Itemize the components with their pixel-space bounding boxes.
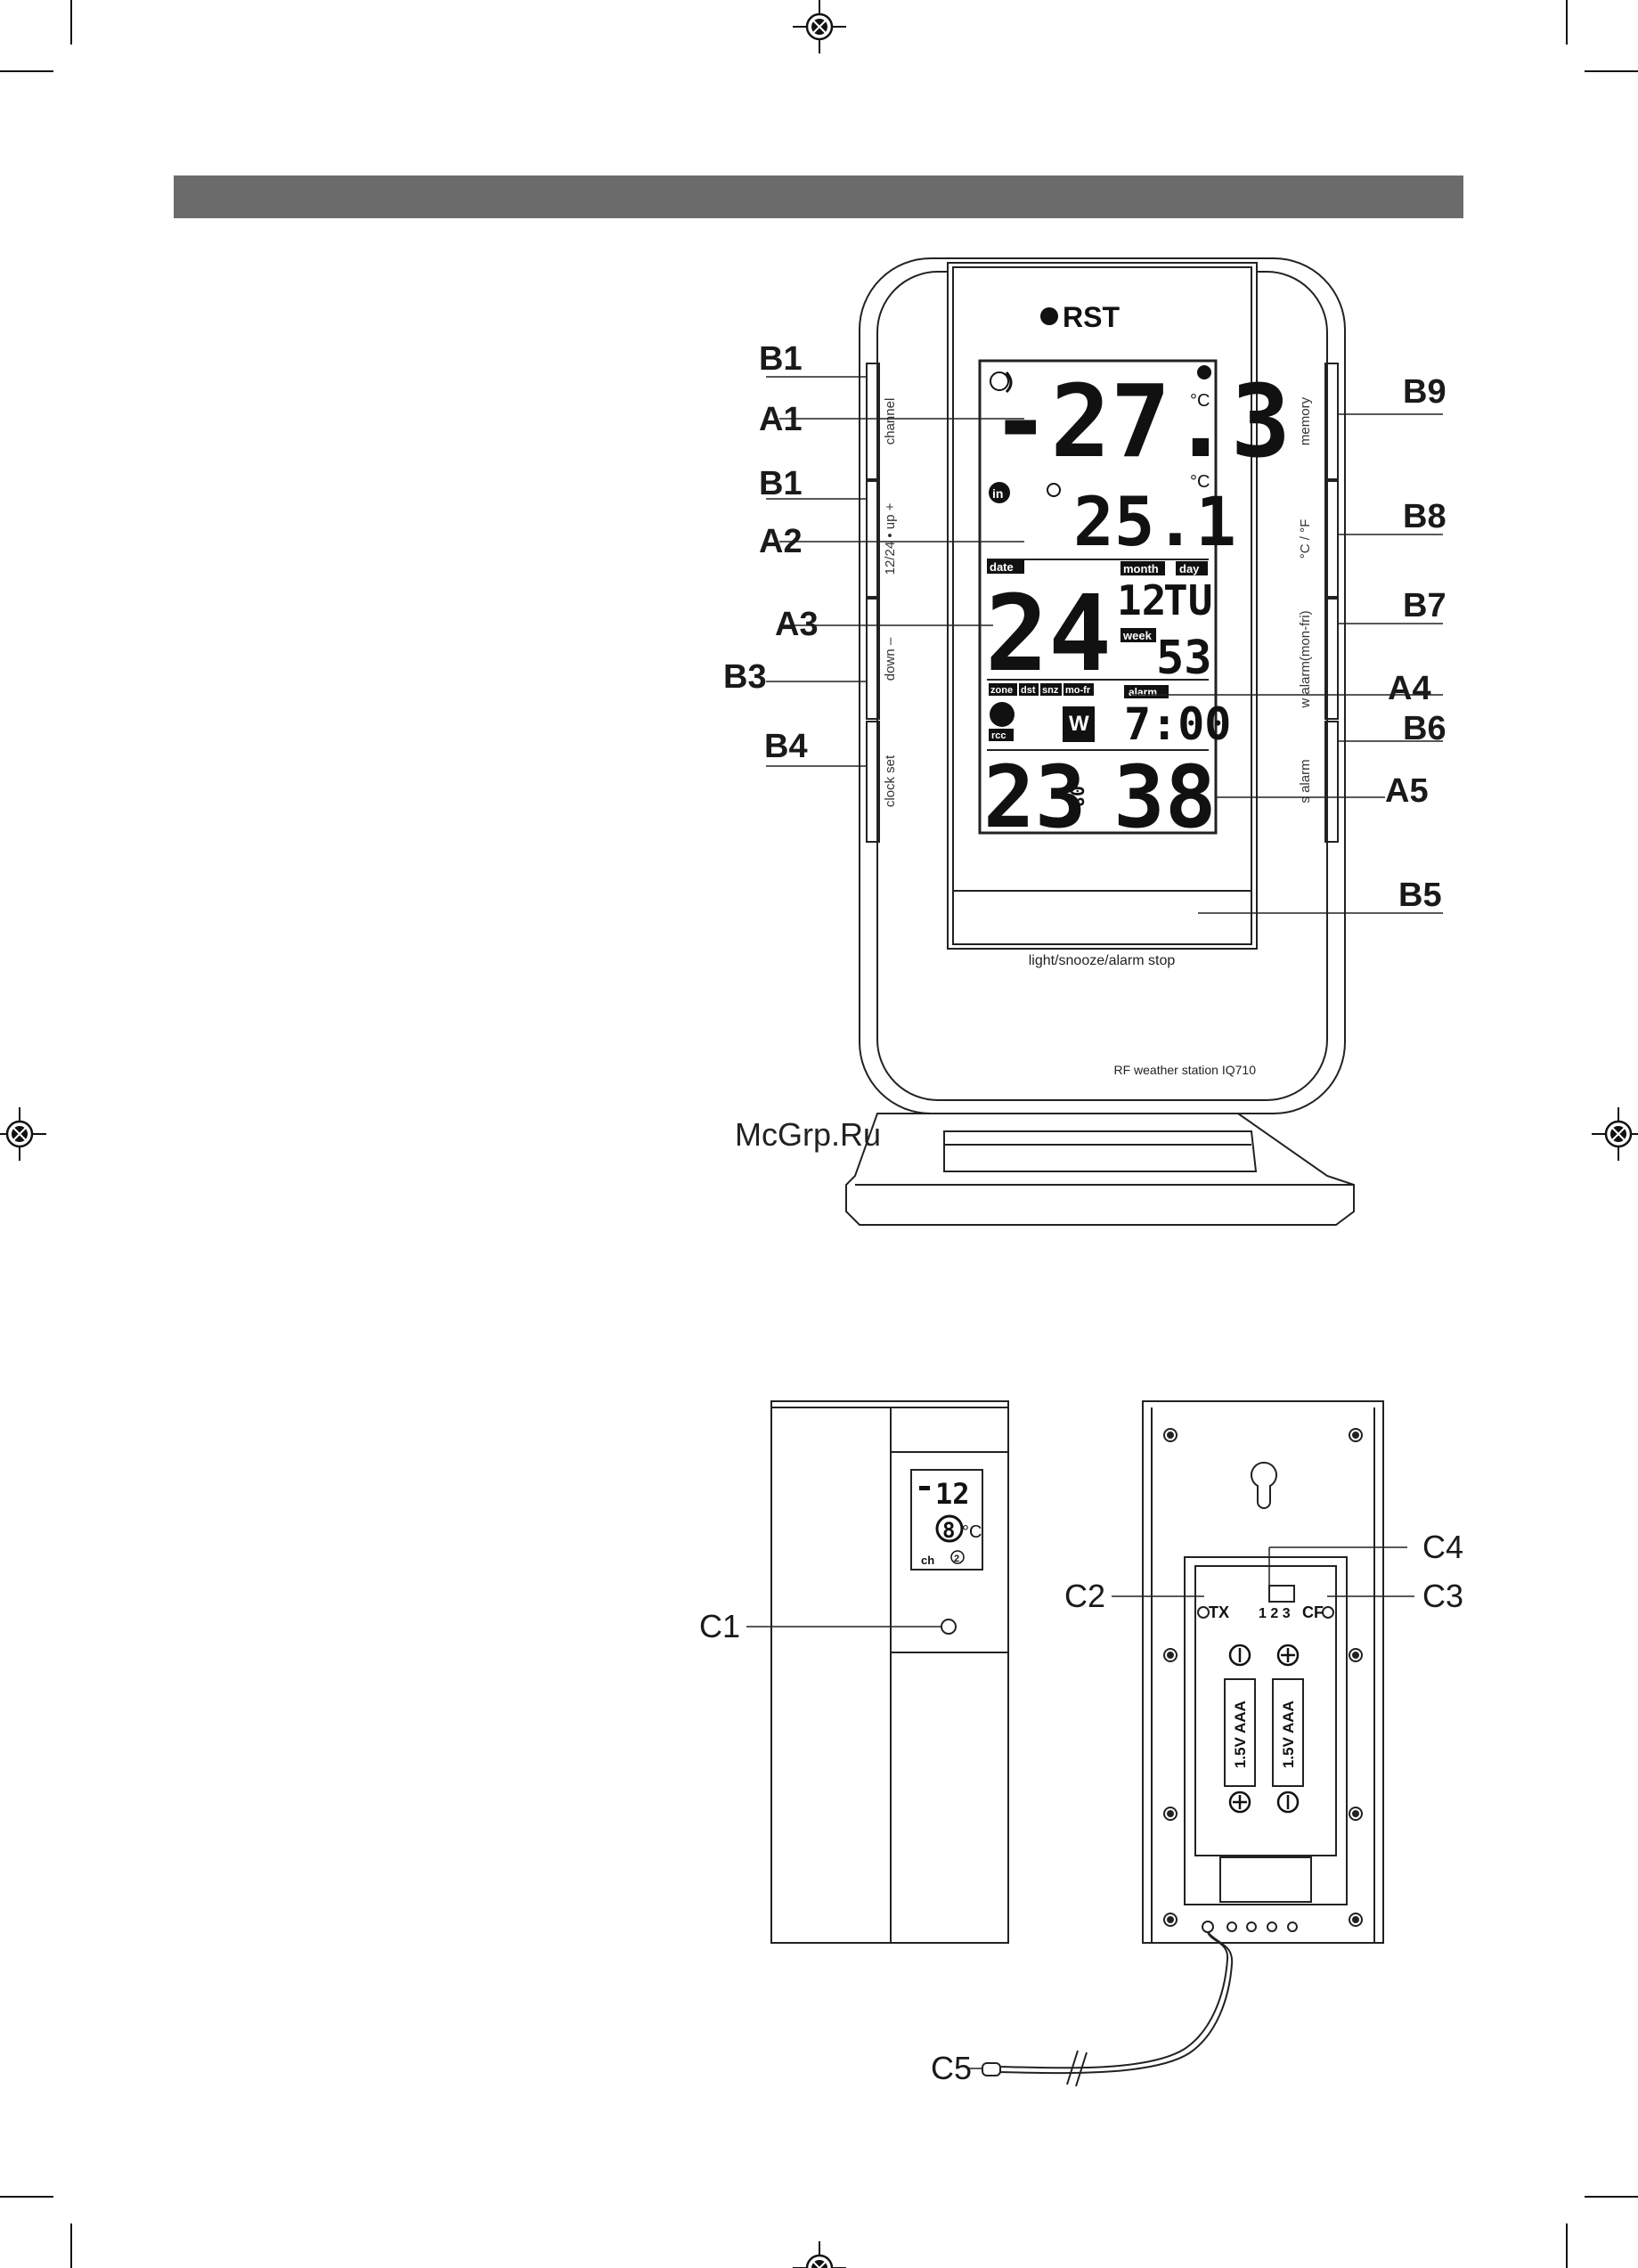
channel-button[interactable]: channel bbox=[883, 398, 898, 445]
sensor-callout-lines bbox=[969, 1546, 1414, 2069]
sensor-back bbox=[1142, 1400, 1384, 1944]
day-value: TU bbox=[1163, 576, 1212, 624]
callout-b8: B8 bbox=[1403, 498, 1446, 535]
day-label: day bbox=[1179, 562, 1200, 575]
dst-label: dst bbox=[1021, 685, 1036, 696]
callout-a5: A5 bbox=[1385, 772, 1429, 810]
callout-a3: A3 bbox=[775, 606, 819, 643]
brand-name: RST bbox=[1063, 301, 1120, 333]
light-snooze-button[interactable] bbox=[955, 893, 1250, 942]
channel-dip-switch[interactable]: 1 2 3 bbox=[1259, 1606, 1291, 1621]
battery-label-right: 1.5V AAA bbox=[1280, 1701, 1297, 1768]
callout-b9: B9 bbox=[1403, 373, 1446, 411]
alarm-time-value: 7:00 bbox=[1124, 698, 1231, 750]
callout-c2: C2 bbox=[1064, 1578, 1105, 1614]
callout-c4: C4 bbox=[1422, 1529, 1463, 1565]
up-button[interactable]: 12/24 • up + bbox=[883, 502, 898, 575]
outdoor-temp-unit: °C bbox=[1190, 391, 1210, 411]
header-bar bbox=[174, 175, 1463, 218]
minus-icon bbox=[919, 1486, 930, 1490]
indoor-temp-value: 25.1 bbox=[1073, 482, 1236, 561]
sensor-ch-label: ch bbox=[921, 1554, 934, 1567]
unit-toggle-button[interactable]: °C / °F bbox=[1298, 519, 1313, 559]
drop-icon bbox=[1197, 365, 1211, 379]
week-value: 53 bbox=[1156, 632, 1212, 685]
memory-button[interactable]: memory bbox=[1298, 396, 1313, 445]
model-label: RF weather station IQ710 bbox=[1113, 1063, 1256, 1077]
registration-mark-icon bbox=[793, 0, 846, 53]
callout-b4: B4 bbox=[764, 728, 808, 765]
lcd-display: -27.3 °C in 25.1 °C date month day 24 12… bbox=[983, 364, 1291, 847]
outdoor-temp-value: -27.3 bbox=[990, 364, 1291, 480]
callout-a1: A1 bbox=[759, 401, 803, 438]
callout-b6: B6 bbox=[1403, 710, 1446, 747]
indoor-label: in bbox=[992, 486, 1003, 501]
month-label: month bbox=[1123, 562, 1159, 575]
callout-a4: A4 bbox=[1388, 670, 1431, 707]
callout-c1: C1 bbox=[699, 1608, 740, 1644]
single-alarm-button[interactable]: s alarm bbox=[1298, 759, 1313, 803]
sensor-cable bbox=[982, 1921, 1298, 2087]
sensor-front bbox=[770, 1400, 1009, 1944]
down-button[interactable]: down – bbox=[883, 637, 898, 681]
wave-signal-icon bbox=[990, 371, 1009, 391]
registration-mark-icon bbox=[793, 2241, 846, 2268]
callout-b7: B7 bbox=[1403, 587, 1446, 624]
sensor-channel-value: 12 bbox=[935, 1477, 970, 1511]
callout-c3: C3 bbox=[1422, 1578, 1463, 1614]
battery-polarity-icons bbox=[1228, 1644, 1300, 1814]
weekday-alarm-icon: W bbox=[1069, 712, 1089, 736]
keyhole-icon bbox=[1251, 1461, 1277, 1509]
callout-b5: B5 bbox=[1398, 877, 1442, 914]
registration-mark-icon bbox=[1592, 1107, 1638, 1161]
callout-c5: C5 bbox=[931, 2050, 972, 2086]
sensor-ch-number: 2 bbox=[954, 1554, 959, 1564]
week-label: week bbox=[1122, 629, 1153, 642]
time-seconds: 08 bbox=[1066, 786, 1088, 807]
battery-label-left: 1.5V AAA bbox=[1232, 1701, 1249, 1768]
watermark-text: McGrp.Ru bbox=[735, 1116, 881, 1153]
sensor-temp-unit: °C bbox=[962, 1522, 982, 1542]
time-hours: 23 bbox=[983, 747, 1087, 847]
rcc-label: rcc bbox=[991, 730, 1006, 741]
clock-set-button[interactable]: clock set bbox=[883, 755, 898, 807]
light-snooze-label: light/snooze/alarm stop bbox=[1029, 953, 1176, 968]
callout-b1-mid: B1 bbox=[759, 465, 803, 502]
brand-logo: RST bbox=[1040, 301, 1120, 333]
date-value: 24 bbox=[985, 572, 1112, 695]
sensor-temp-value: 8 bbox=[942, 1518, 955, 1543]
sensor-lcd: 12 8 °C ch 2 bbox=[919, 1477, 982, 1567]
callout-b1-top: B1 bbox=[759, 340, 803, 378]
callout-lines bbox=[766, 376, 1443, 914]
callout-b3: B3 bbox=[723, 658, 767, 696]
zone-label: zone bbox=[990, 685, 1013, 696]
mofr-label: mo-fr bbox=[1065, 685, 1091, 696]
callout-a2: A2 bbox=[759, 523, 803, 560]
alarm-label: alarm bbox=[1129, 686, 1157, 698]
time-minutes: 38 bbox=[1113, 747, 1217, 847]
registration-mark-icon bbox=[0, 1107, 46, 1161]
screw-icons bbox=[1163, 1428, 1363, 1927]
month-value: 12 bbox=[1117, 576, 1166, 624]
date-label: date bbox=[990, 560, 1014, 574]
drop-icon bbox=[1047, 483, 1061, 497]
snz-label: snz bbox=[1042, 685, 1059, 696]
tx-button[interactable]: TX bbox=[1209, 1603, 1229, 1621]
rcc-signal-icon bbox=[990, 702, 1015, 727]
cf-switch[interactable]: CF bbox=[1302, 1603, 1324, 1621]
indoor-temp-unit: °C bbox=[1190, 472, 1210, 492]
weekday-alarm-button[interactable]: w alarm(mon-fri) bbox=[1298, 610, 1313, 708]
